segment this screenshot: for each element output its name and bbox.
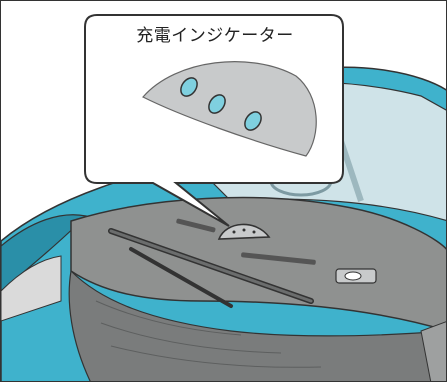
indicator-lamp-icon [244,111,262,131]
indicator-dot-small [252,230,256,234]
cowl-cap-hole [344,271,362,281]
wiper-arm-left-inner [109,229,313,303]
indicator-lamp-icon [180,77,198,97]
indicator-dot-small [232,230,236,234]
callout-title: 充電インジケーター [136,26,294,46]
corner-trim [420,321,446,381]
indicator-dome-small [217,223,271,240]
indicator-lamps [180,77,262,131]
vent-center [241,252,316,265]
cowl-panel [70,196,446,332]
vent-left [176,218,216,233]
panel-ribs [95,300,322,368]
wiper-arm-right [129,247,233,308]
headlight-left [1,255,62,322]
front-lower-panel [68,269,446,381]
cowl-vents [176,218,316,265]
indicator-dot-small [242,228,246,232]
indicator-lamp-icon [208,94,226,114]
